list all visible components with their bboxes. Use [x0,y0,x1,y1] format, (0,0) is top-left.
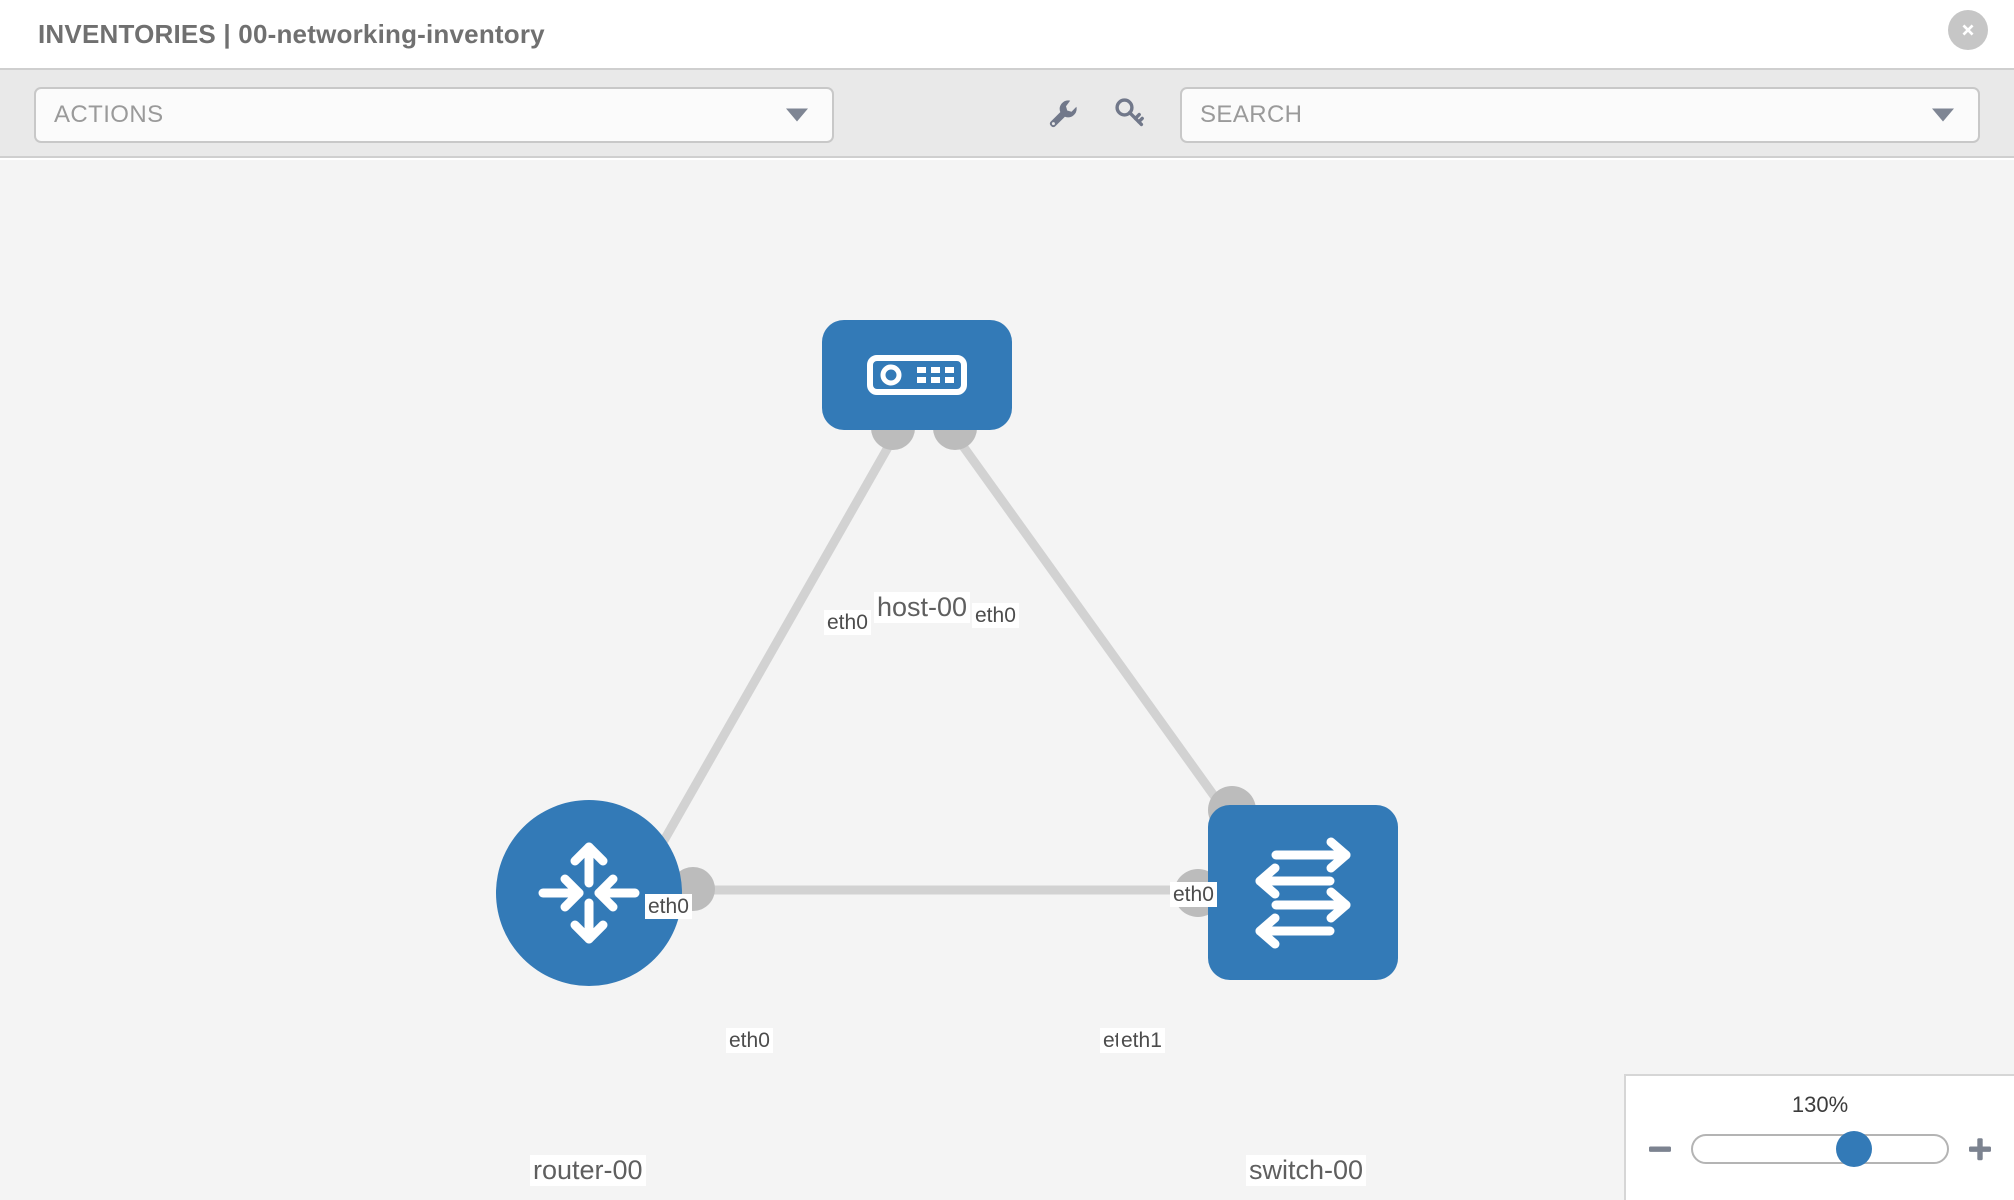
node-switch-00[interactable] [1208,805,1398,980]
node-router-00[interactable] [496,800,682,986]
edge-label-host-left: eth0 [824,610,871,636]
actions-dropdown-label: ACTIONS [54,101,164,128]
zoom-out-button[interactable] [1643,1132,1677,1166]
zoom-level-value: 130% [1791,1092,1849,1117]
zoom-in-button[interactable] [1963,1132,1997,1166]
zoom-control-panel: 130% [1624,1074,2014,1200]
topology-graph [646,406,1256,917]
wrench-icon [1049,100,1077,128]
page-header: INVENTORIES | 00-networking-inventory [0,0,2014,68]
node-label-router-00: router-00 [530,1155,646,1187]
breadcrumb: INVENTORIES | 00-networking-inventory [38,18,545,49]
search-input[interactable]: SEARCH [1180,87,1980,143]
key-button[interactable] [1108,91,1152,135]
switch-arrows-icon [1255,837,1351,948]
topology-canvas[interactable]: host-00 router-00 switch-00 eth0 eth0 et… [0,160,2014,1200]
edge-label-switch-left: eth1 [1118,1028,1165,1054]
node-label-switch-00: switch-00 [1246,1155,1367,1187]
edge-label-router-right: eth0 [726,1028,773,1054]
zoom-slider-thumb[interactable] [1836,1131,1872,1167]
link-host-router [646,432,899,868]
wrench-button[interactable] [1040,91,1084,135]
zoom-slider-row [1626,1131,2014,1167]
edge-label-router-upper: eth0 [645,894,692,920]
server-icon [867,355,967,395]
toolbar: ACTIONS SEARCH [0,68,2014,158]
key-icon [1115,98,1144,127]
node-host-00[interactable] [822,320,1012,430]
node-label-host-00: host-00 [874,592,971,624]
chevron-down-icon [1932,108,1954,122]
close-icon [1962,24,1974,36]
close-button[interactable] [1948,10,1988,50]
chevron-down-icon [786,108,808,122]
router-arrows-icon [538,842,640,944]
actions-dropdown[interactable]: ACTIONS [34,87,834,143]
edge-label-switch-upper: eth0 [1170,882,1217,908]
search-placeholder: SEARCH [1200,101,1303,128]
edge-label-host-right: eth0 [972,603,1019,629]
link-host-switch [951,432,1239,828]
zoom-slider-track[interactable] [1691,1131,1949,1167]
plus-icon [1969,1138,1991,1161]
minus-icon [1649,1146,1671,1152]
